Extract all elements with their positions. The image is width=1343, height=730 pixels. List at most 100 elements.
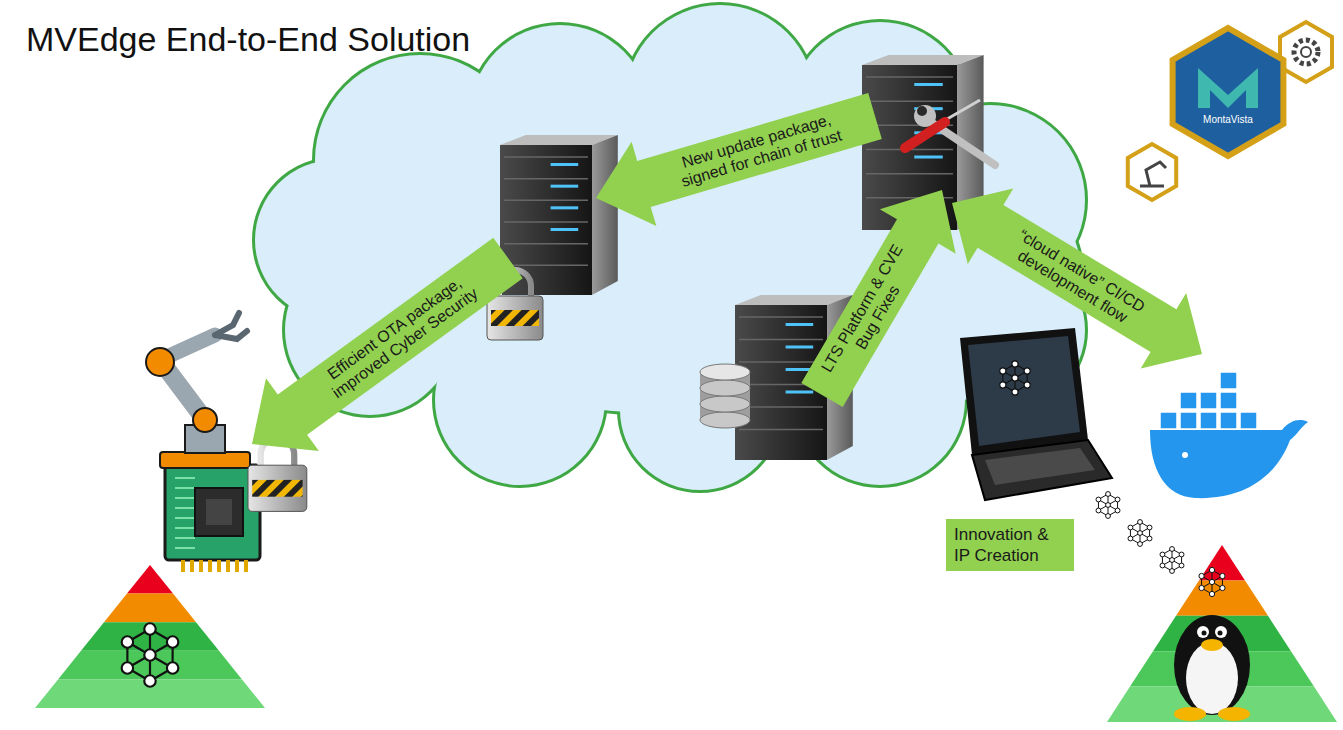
db-disk [700, 396, 750, 412]
board-trace [175, 537, 195, 539]
box-text: Innovation & IP Creation [954, 524, 1066, 566]
network-node [1160, 552, 1165, 557]
whale-body [1150, 420, 1308, 498]
diagram-title: MVEdge End-to-End Solution [26, 20, 470, 59]
server-slot [739, 339, 823, 341]
network-node [1012, 361, 1018, 367]
server-slot [866, 173, 953, 175]
penguin-body [1174, 615, 1250, 715]
logo-wordmark: MontaVista [1203, 114, 1253, 125]
network-node [1128, 525, 1133, 530]
network-node [1179, 563, 1184, 568]
pyramid-band [1199, 545, 1245, 580]
penguin-pupil [1218, 631, 1223, 636]
padlock [248, 438, 307, 512]
container-box [1200, 412, 1217, 429]
server [500, 135, 618, 295]
network-node [1179, 552, 1184, 557]
pyramid-band [104, 594, 196, 623]
network-node [1096, 497, 1101, 502]
network-node [122, 662, 133, 673]
logo-hexagon [1280, 22, 1332, 82]
container-box [1220, 372, 1237, 389]
server-led [786, 323, 814, 326]
network-node [1170, 569, 1175, 574]
server-led [914, 156, 943, 159]
network-node [1170, 547, 1175, 552]
green-arrow [596, 93, 882, 226]
network-icon [122, 623, 179, 686]
container-box [1160, 412, 1177, 429]
logo-mark [1198, 68, 1258, 108]
network-node [1209, 567, 1214, 572]
network-node [1160, 563, 1165, 568]
green-arrow [801, 190, 955, 407]
server-slot [739, 429, 823, 431]
logo-hexagon [1173, 28, 1284, 156]
board-trace [175, 477, 195, 479]
server-led [551, 185, 579, 188]
whale-eye [1182, 452, 1188, 458]
board-pin [226, 560, 230, 572]
network-node [1024, 368, 1030, 374]
cloud-lobe [255, 160, 415, 320]
board-pin [190, 560, 194, 572]
docker-whale [1150, 372, 1308, 498]
network-node [1115, 497, 1120, 502]
server-led [551, 163, 579, 166]
board-trace [175, 517, 195, 519]
robot-joint [193, 408, 217, 432]
robot-icon-arm [1140, 162, 1166, 186]
network-node [1147, 525, 1152, 530]
screwdriver-handle [905, 122, 945, 148]
logo-m [1198, 68, 1258, 108]
logo-hexagon [1128, 144, 1176, 200]
board-pin [208, 560, 212, 572]
server-led [786, 391, 814, 394]
network-icon [1096, 492, 1120, 519]
penguin-eye [1215, 626, 1227, 638]
container-box [1240, 412, 1257, 429]
network-node [144, 649, 155, 660]
server-led [914, 83, 943, 86]
laptop [960, 328, 1112, 500]
server-slot [504, 156, 588, 158]
network-icon [1128, 520, 1152, 547]
server-led [786, 346, 814, 349]
server-led [551, 228, 579, 231]
board-trace [175, 547, 195, 549]
board-trace [175, 527, 195, 529]
network-node [1199, 573, 1204, 578]
container-box [1180, 412, 1197, 429]
server-side [592, 135, 618, 295]
network-icon [1000, 361, 1031, 395]
server-slot [739, 316, 823, 318]
network-node [1000, 382, 1006, 388]
server-slot [739, 406, 823, 408]
network-node [1209, 591, 1214, 596]
text-box: Innovation & IP Creation [946, 519, 1074, 571]
penguin-pupil [1202, 631, 1207, 636]
db-disk [700, 380, 750, 396]
board-trace [175, 507, 195, 509]
network-icon [1160, 547, 1184, 574]
gear-hub [1301, 47, 1311, 57]
penguin-foot [1174, 707, 1206, 721]
server-slot [504, 265, 588, 267]
board-pin [181, 560, 185, 572]
network-node [1096, 508, 1101, 513]
db-disk [700, 412, 750, 428]
lock-body [487, 296, 543, 340]
network-node [1138, 531, 1143, 536]
network-node [1106, 514, 1111, 519]
pyramid [35, 565, 265, 708]
penguin-eye [1197, 626, 1209, 638]
board-trace [175, 497, 195, 499]
network-icon [1199, 567, 1225, 596]
network-node [144, 623, 155, 634]
lock-stripes [252, 480, 302, 497]
robot-gripper [215, 313, 247, 339]
board-pin [199, 560, 203, 572]
green-arrow [252, 238, 523, 451]
